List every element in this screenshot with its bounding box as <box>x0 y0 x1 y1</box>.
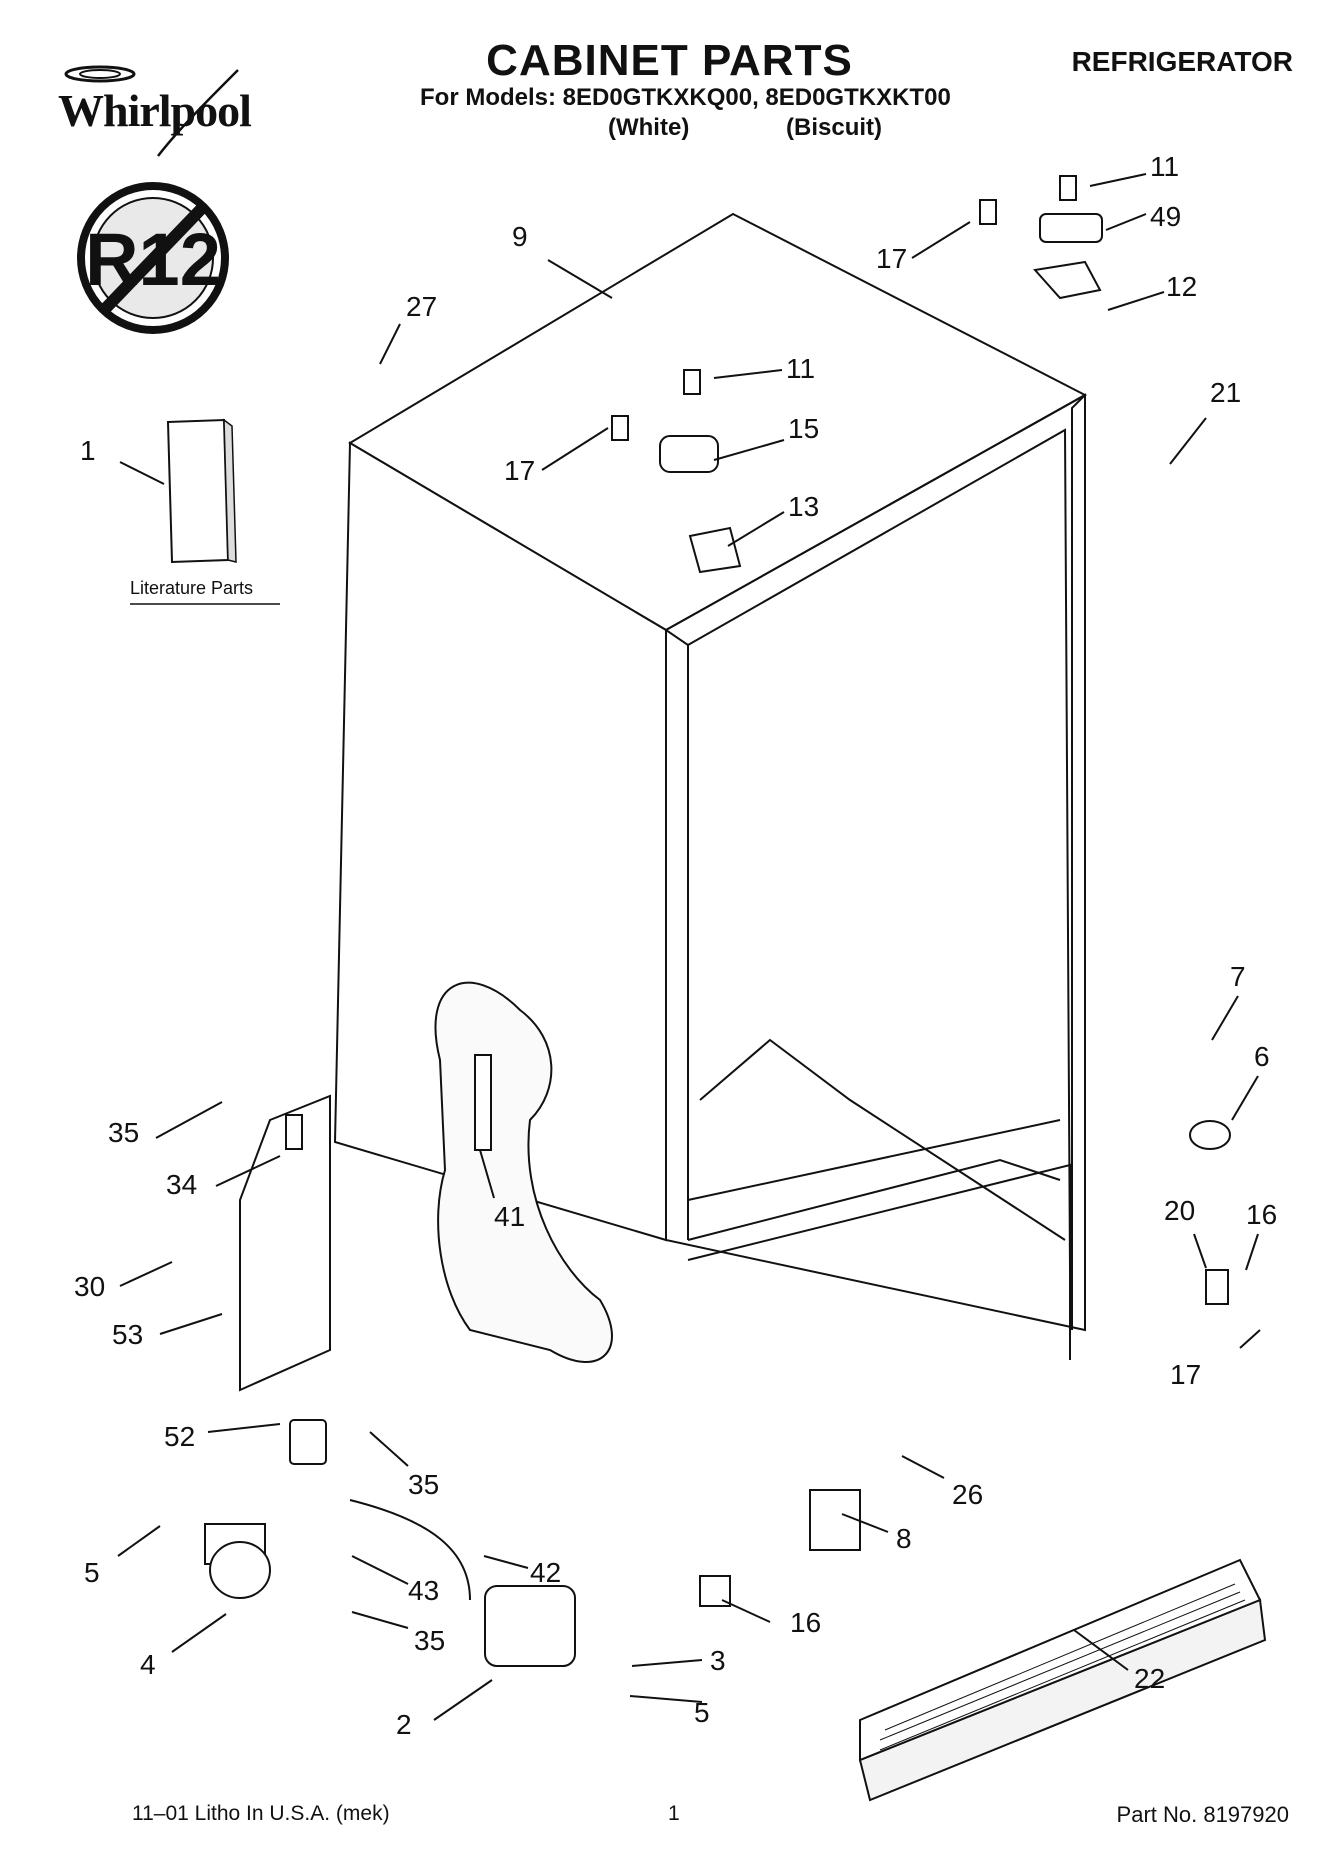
page-title: CABINET PARTS <box>486 36 853 85</box>
callout-16-right: 16 <box>1246 1199 1277 1230</box>
callout-5-left: 5 <box>84 1557 100 1588</box>
callout-52: 52 <box>164 1421 195 1452</box>
callout-4: 4 <box>140 1649 156 1680</box>
models-line: For Models: 8ED0GTKXKQ00, 8ED0GTKXKT00 <box>420 84 951 111</box>
callout-34: 34 <box>166 1169 197 1200</box>
color-biscuit-label: (Biscuit) <box>786 114 882 141</box>
callout-12: 12 <box>1166 271 1197 302</box>
callout-11-center: 11 <box>786 353 815 384</box>
toe-grille <box>858 1558 1267 1802</box>
callout-16-lower: 16 <box>790 1607 821 1638</box>
callout-35-upper: 35 <box>108 1117 139 1148</box>
callout-7: 7 <box>1230 961 1246 992</box>
top-hinge-center <box>611 369 742 574</box>
callout-27: 27 <box>406 291 437 322</box>
callout-20: 20 <box>1164 1195 1195 1226</box>
literature-label: Literature Parts <box>130 578 253 598</box>
callout-numbers: 9 27 1 11 17 15 13 11 17 49 12 21 7 6 20… <box>74 151 1277 1740</box>
callout-17-center: 17 <box>504 455 535 486</box>
callout-1: 1 <box>80 435 96 466</box>
callout-42: 42 <box>530 1557 561 1588</box>
callout-17-right: 17 <box>876 243 907 274</box>
callout-43: 43 <box>408 1575 439 1606</box>
cutaway-insulation <box>434 981 613 1363</box>
top-hinge-right <box>979 175 1103 300</box>
no-r12-badge: R12 <box>77 182 229 334</box>
callout-35-lower: 35 <box>414 1625 445 1656</box>
callout-5-lower: 5 <box>694 1697 710 1728</box>
litho-footer: 11–01 Litho In U.S.A. (mek) <box>132 1802 390 1825</box>
callout-35-middle: 35 <box>408 1469 439 1500</box>
callout-17-lower: 17 <box>1170 1359 1201 1390</box>
callout-11-right: 11 <box>1150 151 1179 182</box>
part-number: Part No. 8197920 <box>1116 1802 1289 1827</box>
side-parts <box>239 1094 1231 1465</box>
leader-lines <box>117 173 1261 1721</box>
callout-30: 30 <box>74 1271 105 1302</box>
callout-8: 8 <box>896 1523 912 1554</box>
whirlpool-logo: Whirlpool <box>58 60 268 170</box>
product-type: REFRIGERATOR <box>1071 46 1293 77</box>
bottom-parts <box>204 1489 861 1667</box>
callout-13: 13 <box>788 491 819 522</box>
callout-49: 49 <box>1150 201 1181 232</box>
cabinet-shell <box>333 212 1088 1360</box>
callout-41: 41 <box>494 1201 525 1232</box>
callout-53: 53 <box>112 1319 143 1350</box>
callout-9: 9 <box>512 221 528 252</box>
swirl-logo-icon <box>64 65 239 157</box>
color-white-label: (White) <box>608 114 690 141</box>
callout-6: 6 <box>1254 1041 1270 1072</box>
callout-26: 26 <box>952 1479 983 1510</box>
callout-2: 2 <box>396 1709 412 1740</box>
callout-21: 21 <box>1210 377 1241 408</box>
callout-3: 3 <box>710 1645 726 1676</box>
brand-name: Whirlpool <box>58 85 252 136</box>
page-number: 1 <box>668 1802 680 1825</box>
callout-22: 22 <box>1134 1663 1165 1694</box>
callout-15: 15 <box>788 413 819 444</box>
literature-booklet: Literature Parts <box>130 418 280 605</box>
